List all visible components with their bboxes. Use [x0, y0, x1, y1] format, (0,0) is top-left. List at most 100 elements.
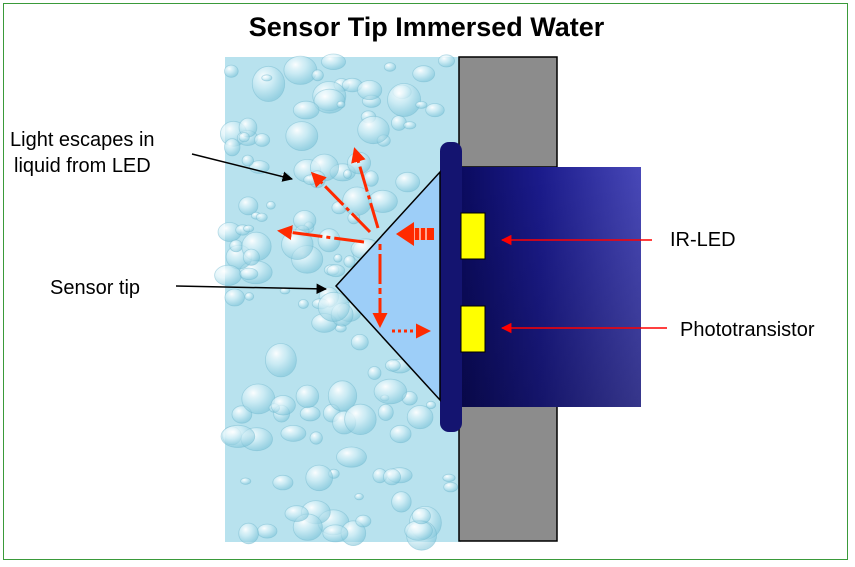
water-droplet: [272, 474, 294, 491]
label-light-escapes-line1: Light escapes in: [10, 129, 155, 151]
water-droplets: [214, 53, 459, 551]
water-droplet: [356, 80, 383, 101]
label-sensor-tip: Sensor tip: [50, 277, 141, 299]
sensor-flange: [440, 142, 462, 432]
water-droplet: [406, 405, 434, 430]
water-droplet: [442, 473, 456, 482]
water-droplet: [336, 446, 367, 468]
water-droplet: [411, 507, 431, 525]
ray-up: [351, 147, 380, 229]
water-droplet: [343, 255, 356, 268]
water-droplet: [239, 267, 259, 281]
water-droplet: [322, 524, 349, 543]
water-droplet: [280, 424, 307, 442]
water-droplet: [317, 291, 350, 322]
sensor-body-shade: [458, 167, 641, 407]
water-droplet: [342, 186, 373, 216]
water-droplet: [425, 103, 445, 118]
water-droplet: [425, 400, 437, 410]
water-droplet: [297, 299, 309, 309]
water-droplet: [387, 83, 422, 117]
water-droplet: [242, 248, 260, 266]
ray-up-left: [310, 171, 372, 234]
water-droplet: [403, 121, 417, 130]
water-droplet: [244, 292, 255, 301]
water-droplet: [238, 132, 250, 143]
water-droplet: [270, 395, 296, 416]
water-droplet: [382, 468, 401, 486]
water-droplet: [284, 505, 309, 522]
water-droplet: [229, 239, 243, 253]
water-droplet: [257, 523, 278, 539]
water-droplet: [223, 138, 241, 157]
water-droplet: [355, 514, 372, 528]
water-droplet: [412, 65, 436, 83]
water-droplet: [443, 481, 459, 493]
water-droplet: [254, 133, 271, 147]
water-droplet: [251, 65, 286, 102]
water-droplet: [214, 264, 242, 286]
water-droplet: [220, 424, 256, 448]
water-droplet: [343, 169, 352, 179]
water-droplet: [384, 359, 401, 372]
water-droplet: [326, 264, 346, 278]
water-droplet: [395, 171, 421, 193]
water-droplet: [299, 406, 321, 422]
water-droplet: [327, 380, 358, 412]
pointer-light-escapes: [191, 153, 294, 182]
water-droplet: [415, 101, 428, 109]
water-droplet: [391, 491, 412, 513]
water-droplet: [261, 74, 273, 82]
water-droplet: [313, 88, 346, 114]
water-droplet: [383, 62, 397, 72]
water-droplet: [309, 431, 323, 445]
water-droplet: [305, 464, 334, 492]
water-droplet: [346, 151, 371, 175]
water-droplet: [285, 121, 319, 152]
water-droplet: [283, 55, 318, 85]
water-droplet: [437, 54, 455, 68]
water-droplet: [311, 69, 324, 82]
label-light-escapes-line2: liquid from LED: [14, 155, 151, 177]
water-droplet: [373, 378, 408, 405]
label-ir-led: IR-LED: [670, 229, 736, 251]
water-droplet: [320, 53, 346, 71]
water-droplet: [389, 424, 412, 444]
water-droplet: [241, 154, 254, 167]
pointer-sensor-tip: [175, 283, 328, 295]
water-droplet: [295, 384, 320, 409]
water-droplet: [240, 477, 252, 485]
water-droplet: [238, 522, 259, 545]
water-droplet: [243, 224, 255, 233]
water-droplet: [264, 343, 297, 378]
phototransistor-component: [460, 305, 486, 353]
label-phototransistor: Phototransistor: [680, 319, 815, 341]
water-droplet: [231, 405, 253, 424]
water-droplet: [266, 201, 276, 210]
water-droplet: [377, 403, 394, 421]
emitter-arrow: [396, 222, 434, 246]
water-droplet: [333, 253, 343, 263]
water-droplet: [367, 366, 382, 380]
water-droplet: [238, 196, 259, 216]
water-droplet: [390, 115, 407, 131]
ir-led-component: [460, 212, 486, 260]
mount-bottom: [458, 405, 558, 542]
water-droplet: [354, 493, 364, 501]
ray-left: [277, 225, 365, 244]
water-droplet: [350, 334, 369, 351]
water-droplet: [317, 228, 341, 253]
mount-top: [458, 56, 558, 168]
water-droplet: [336, 100, 346, 109]
water-droplet: [224, 64, 239, 78]
light-rays: [277, 147, 434, 339]
water-droplet: [357, 115, 390, 145]
diagram-frame: Sensor Tip Immersed Water: [3, 3, 848, 560]
water-droplet: [224, 288, 245, 307]
water-droplet: [292, 100, 320, 120]
water-droplet: [344, 403, 377, 435]
water-droplet: [255, 212, 268, 222]
diagram-title: Sensor Tip Immersed Water: [248, 12, 605, 42]
water-droplet: [293, 210, 317, 231]
